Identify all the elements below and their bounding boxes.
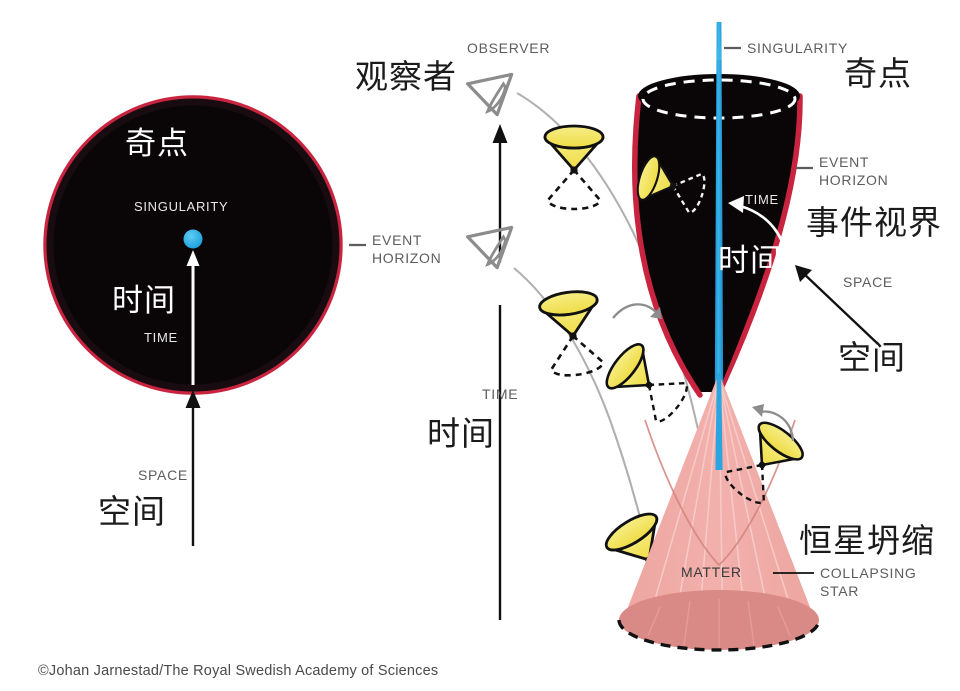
collapsing-star-line1: COLLAPSING [820, 565, 917, 581]
right-event-horizon-label-cn: 事件视界 [806, 204, 942, 241]
star-base-dashed-arc [617, 619, 821, 652]
light-cone-inside-top [636, 155, 706, 214]
singularity-dot [183, 229, 203, 249]
right-black-hole-group [599, 20, 879, 652]
observer-icon-upper [465, 72, 514, 117]
collapsing-star-label-en: COLLAPSING STAR [820, 565, 916, 600]
right-space-label-cn: 空间 [838, 339, 906, 376]
collapsing-star-line2: STAR [820, 582, 860, 599]
observer-label-cn: 观察者 [355, 58, 457, 95]
middle-time-label-cn: 时间 [427, 415, 495, 452]
right-time-label-en: TIME [745, 192, 779, 207]
left-space-arrow [185, 390, 201, 546]
right-event-horizon-line1: EVENT [819, 154, 870, 170]
right-time-arrow [728, 196, 790, 266]
left-time-label-en: TIME [144, 330, 178, 345]
event-horizon-rim-right [715, 93, 803, 398]
left-time-arrow [186, 250, 200, 385]
matter-label-en: MATTER [681, 564, 742, 580]
star-cone-body [623, 373, 815, 642]
observer-label-en: OBSERVER [467, 40, 551, 56]
star-inner-seam [644, 419, 796, 567]
right-singularity-label-en: SINGULARITY [747, 40, 849, 56]
left-space-label-cn: 空间 [98, 493, 166, 530]
right-singularity-label-cn: 奇点 [844, 55, 912, 92]
left-space-label-en: SPACE [138, 467, 188, 483]
left-event-horizon-line2: HORIZON [372, 249, 442, 266]
credit-line: ©Johan Jarnestad/The Royal Swedish Acade… [38, 663, 439, 679]
left-singularity-label-en: SINGULARITY [134, 199, 229, 214]
left-event-horizon-line1: EVENT [372, 232, 423, 248]
event-horizon-rim-left [632, 93, 703, 398]
light-ray-upper [516, 92, 708, 471]
right-space-label-en: SPACE [843, 274, 893, 290]
light-ray-lower [513, 267, 662, 613]
left-black-hole-disc [43, 95, 366, 546]
observer-icon-lower [465, 225, 514, 270]
singularity-beam [714, 22, 724, 392]
right-event-horizon-line2: HORIZON [819, 171, 889, 188]
middle-observer-group [465, 72, 708, 620]
right-space-arrow [795, 265, 879, 345]
middle-time-label-en: TIME [482, 386, 519, 402]
left-singularity-label-cn: 奇点 [125, 126, 189, 161]
tilt-arrow-lower [752, 404, 795, 442]
left-time-label-cn: 时间 [112, 283, 176, 318]
light-cone-upright-2 [536, 286, 609, 381]
tilt-arrow-upper [612, 303, 662, 319]
right-event-horizon-label: EVENT HORIZON [819, 154, 888, 189]
collapsing-star-cone [617, 373, 821, 652]
collapsing-star-label-cn: 恒星坍缩 [799, 522, 935, 559]
right-time-label-cn: 时间 [718, 243, 782, 278]
left-event-horizon-label: EVENT HORIZON [372, 232, 441, 267]
